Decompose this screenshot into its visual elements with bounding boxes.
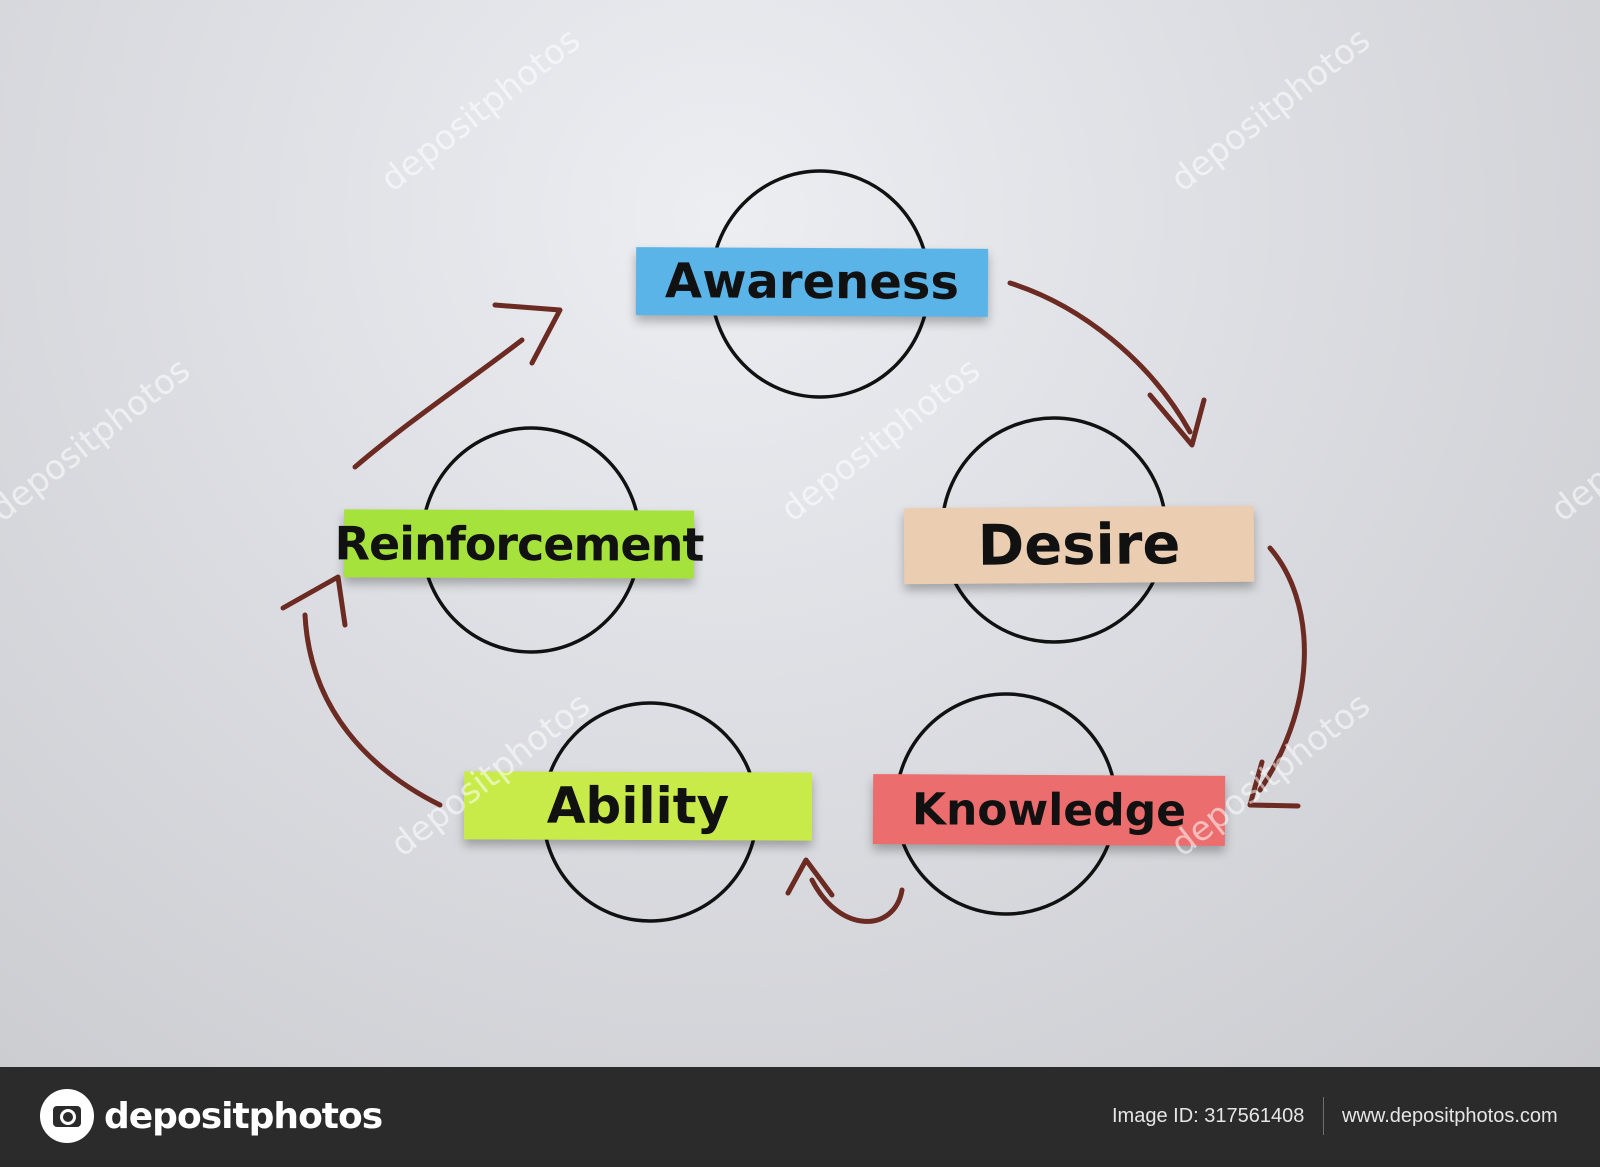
hand-drawn-cycle	[280, 169, 1307, 924]
site-url-link[interactable]: www.depositphotos.com	[1342, 1105, 1558, 1127]
camera-icon	[40, 1089, 94, 1143]
arrow-ability-to-reinforcement	[302, 612, 443, 808]
sticky-note-reinforcement: Reinforcement	[335, 509, 703, 579]
arrow-awareness-to-desire	[1007, 280, 1193, 435]
arrowhead-knowledge	[1247, 759, 1301, 809]
footer-divider	[1323, 1097, 1324, 1135]
arrowhead-desire	[1147, 392, 1207, 448]
sticky-note-ability: Ability	[463, 771, 813, 841]
arrowhead-awareness	[492, 302, 563, 366]
stock-footer-bar: depositphotos Image ID: 317561408 www.de…	[0, 1067, 1600, 1167]
whiteboard-photo: Awareness Desire Knowledge Ability Reinf…	[0, 0, 1600, 1067]
arrow-reinforcement-to-awareness	[352, 337, 525, 470]
arrowhead-reinforcement	[280, 574, 348, 628]
arrow-knowledge-to-ability	[809, 877, 905, 924]
image-id-label: Image ID: 317561408	[1112, 1105, 1305, 1127]
sticky-note-awareness: Awareness	[635, 247, 989, 317]
arrow-desire-to-knowledge	[1257, 545, 1307, 793]
logo-text: depositphotos	[104, 1095, 383, 1137]
arrowhead-ability	[785, 857, 835, 898]
depositphotos-logo[interactable]: depositphotos	[40, 1089, 383, 1143]
sticky-note-desire: Desire	[903, 505, 1255, 585]
